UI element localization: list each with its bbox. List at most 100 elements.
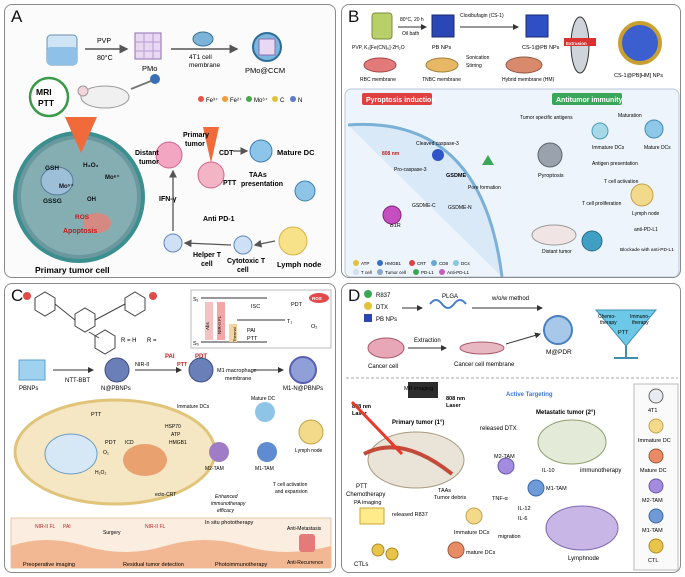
svg-text:therapy: therapy — [600, 320, 617, 326]
blockade-cell-icon — [581, 230, 603, 252]
n-pbnps-icon — [104, 357, 130, 383]
panel-a-label: A — [11, 7, 23, 26]
laser-beam-icon — [65, 117, 97, 153]
svg-text:N: N — [298, 98, 302, 104]
svg-text:Immature DCs: Immature DCs — [454, 530, 490, 536]
svg-text:CS-1@PB NPs: CS-1@PB NPs — [522, 45, 560, 51]
panel-c-label: C — [11, 286, 24, 305]
panel-d-label: D — [348, 286, 361, 305]
svg-text:Chemo-: Chemo- — [598, 314, 616, 320]
panel-b-diagram: PVP, K₃[Fe(CN)₆]·2H₂O 80°C, 20 h Oil bat… — [344, 12, 680, 277]
blood-vessel-icon — [363, 445, 454, 476]
svg-text:Anti-Metastasis: Anti-Metastasis — [287, 526, 322, 532]
svg-text:80°C, 20 h: 80°C, 20 h — [400, 17, 424, 23]
svg-text:808 nm: 808 nm — [382, 151, 400, 157]
svg-text:tumor: tumor — [185, 141, 205, 148]
m1-tam-icon — [527, 479, 545, 497]
svg-text:w/o/w method: w/o/w method — [491, 296, 529, 302]
pyroptosis-cell-icon — [537, 142, 563, 168]
svg-text:ATP: ATP — [171, 432, 181, 438]
lymph-node-icon — [278, 226, 308, 256]
svg-text:R837: R837 — [376, 293, 391, 299]
pb-nps-icon — [431, 14, 455, 38]
svg-text:ATP: ATP — [361, 261, 369, 266]
pore-icon — [482, 155, 494, 165]
mature-dc-icon — [644, 119, 664, 139]
svg-text:O₂: O₂ — [311, 324, 317, 330]
svg-text:TNBC membrane: TNBC membrane — [422, 77, 461, 83]
svg-text:NIR-II: NIR-II — [135, 362, 150, 368]
svg-text:C: C — [280, 98, 285, 104]
svg-text:Cloxibufagin (CS-1): Cloxibufagin (CS-1) — [460, 13, 504, 19]
svg-text:immunotherapy: immunotherapy — [580, 468, 621, 474]
svg-text:PDT: PDT — [105, 440, 117, 446]
svg-text:Cancer cell membrane: Cancer cell membrane — [454, 362, 515, 368]
svg-text:Cytotoxic T: Cytotoxic T — [227, 258, 266, 265]
mouse-icon — [531, 224, 577, 246]
svg-text:T₁: T₁ — [287, 319, 292, 325]
svg-text:released DTX: released DTX — [480, 426, 517, 432]
svg-text:TAAs: TAAs — [249, 172, 267, 179]
svg-text:Active Targeting: Active Targeting — [506, 392, 553, 398]
svg-text:GSH: GSH — [45, 165, 59, 172]
svg-text:Mo⁵⁺: Mo⁵⁺ — [59, 183, 74, 190]
svg-text:Antitumor immunity: Antitumor immunity — [556, 97, 623, 104]
label-pmo-ccm: PMo@CCM — [245, 66, 285, 75]
svg-text:CRT: CRT — [417, 261, 426, 266]
svg-text:CTLs: CTLs — [354, 562, 368, 568]
cocktail-glass-icon — [594, 309, 658, 347]
svg-text:GSDME-C: GSDME-C — [412, 203, 436, 209]
mature-dc-icon — [294, 180, 316, 202]
svg-text:Stirring: Stirring — [466, 63, 482, 69]
svg-text:DTX: DTX — [376, 305, 388, 311]
svg-text:Extrusion: Extrusion — [566, 41, 587, 46]
lymph-node-icon — [545, 505, 619, 551]
svg-text:NIR-II FL: NIR-II FL — [145, 524, 165, 530]
svg-text:M@PDR: M@PDR — [546, 349, 572, 356]
rbc-membrane-icon — [363, 57, 397, 73]
ion-legend: Fe³⁺ Fe²⁺ Mo⁶⁺ C N — [198, 96, 302, 104]
lymph-node-icon — [298, 419, 324, 445]
svg-text:Maturation: Maturation — [618, 113, 642, 119]
svg-text:PVP, K₃[Fe(CN)₆]·2H₂O: PVP, K₃[Fe(CN)₆]·2H₂O — [352, 45, 405, 51]
m1-tam-icon — [257, 442, 277, 462]
svg-text:Immature DC: Immature DC — [638, 438, 671, 444]
svg-text:NIR-II FL: NIR-II FL — [217, 315, 222, 334]
svg-text:presentation: presentation — [241, 181, 283, 188]
svg-text:PTT: PTT — [247, 336, 258, 342]
svg-text:PBNPs: PBNPs — [19, 386, 38, 392]
svg-text:H₂O₂: H₂O₂ — [83, 162, 99, 169]
membrane-icon — [192, 31, 214, 47]
svg-text:MRI: MRI — [36, 87, 52, 97]
svg-text:ICD: ICD — [125, 440, 134, 446]
svg-text:CDT: CDT — [219, 150, 234, 157]
svg-text:M1-N@PBNPs: M1-N@PBNPs — [283, 386, 323, 392]
svg-text:PTT: PTT — [356, 484, 368, 490]
mature-dc-icon — [447, 541, 465, 559]
svg-text:PTT: PTT — [618, 330, 629, 336]
svg-text:ROS: ROS — [75, 214, 90, 221]
svg-text:Distant: Distant — [135, 150, 159, 157]
nir-arrow — [217, 302, 225, 340]
svg-text:Preoperative imaging: Preoperative imaging — [23, 562, 75, 568]
svg-text:M1 macrophage: M1 macrophage — [217, 368, 257, 374]
svg-text:cell: cell — [201, 261, 213, 268]
svg-text:Tumor debris: Tumor debris — [434, 495, 466, 501]
svg-text:Residual tumor detection: Residual tumor detection — [123, 562, 184, 568]
lungs-icon — [299, 534, 315, 552]
svg-text:Tumor specific antigens: Tumor specific antigens — [520, 115, 573, 121]
flask-icon — [371, 12, 393, 40]
svg-text:M2-TAM: M2-TAM — [642, 498, 663, 504]
svg-text:RBC membrane: RBC membrane — [360, 77, 396, 83]
svg-text:808 nm: 808 nm — [446, 396, 465, 402]
svg-text:Pyroptosis induction: Pyroptosis induction — [366, 97, 436, 104]
svg-text:N@PBNPs: N@PBNPs — [101, 386, 131, 392]
apoptosis-label: Apoptosis — [63, 228, 97, 235]
svg-text:Distant tumor: Distant tumor — [542, 249, 572, 255]
immunity-section-header — [552, 93, 622, 105]
svg-text:PD-L1: PD-L1 — [421, 270, 434, 275]
svg-text:anti-PD-L1: anti-PD-L1 — [634, 227, 658, 233]
svg-text:ISC: ISC — [251, 304, 260, 310]
svg-text:Extraction: Extraction — [414, 338, 441, 344]
svg-text:Cleaved caspase-3: Cleaved caspase-3 — [416, 141, 459, 147]
